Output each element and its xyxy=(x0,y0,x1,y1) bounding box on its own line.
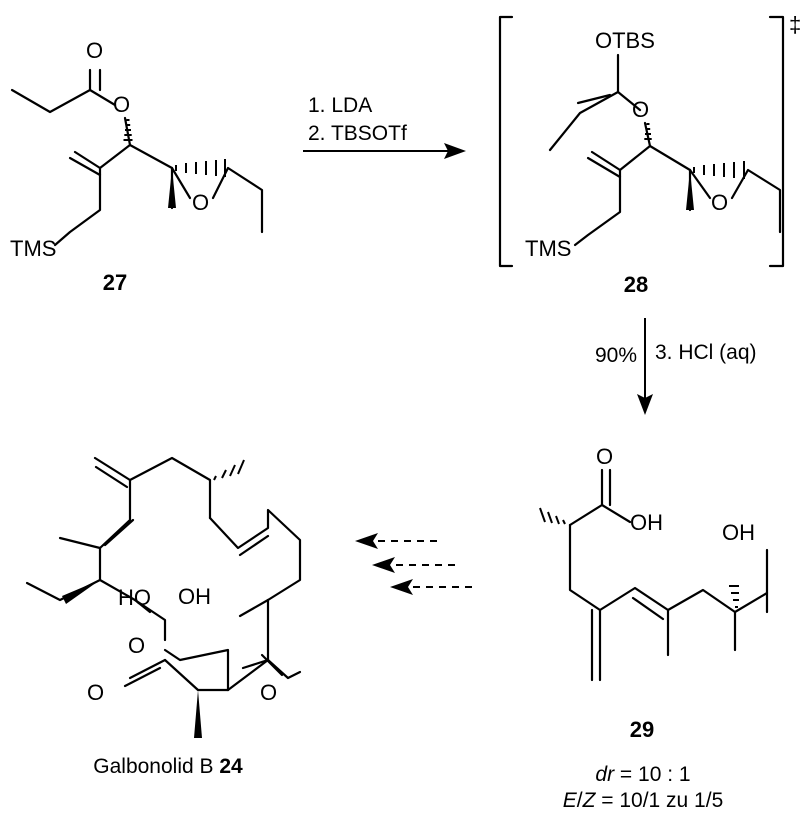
stereo-hash-27-oxy xyxy=(123,119,133,141)
atom-28-otbs: OTBS xyxy=(595,28,655,53)
stereo-hash-29-alcohol xyxy=(729,585,739,608)
atom-29-carbonyl-o: O xyxy=(596,444,613,469)
reaction-arrow-2: 90% 3. HCl (aq) xyxy=(595,318,757,415)
ez-ratio: E/Z = 10/1 zu 1/5 xyxy=(563,789,724,812)
compound-label-27: 27 xyxy=(103,270,127,295)
stereo-wedge-27-methyl xyxy=(168,168,176,208)
compound-28: ‡ OTBS O O TMS 28 xyxy=(498,12,801,297)
compound-label-29: 29 xyxy=(630,717,654,742)
reagent-step1: 1. LDA xyxy=(308,94,372,117)
reaction-arrow-1: 1. LDA 2. TBSOTf xyxy=(303,94,466,159)
compound-24: HO OH O O O Galbonolid B 24 xyxy=(25,456,302,778)
stereo-wedge-24-methyl xyxy=(194,690,202,738)
bracket-left xyxy=(498,15,514,268)
atom-28-epoxide-o: O xyxy=(711,190,728,215)
atom-24-oh: OH xyxy=(178,584,211,609)
diastereomeric-ratio: dr = 10 : 1 xyxy=(595,763,690,786)
stereo-hash-28-epoxide xyxy=(693,161,745,179)
reagent-step2: 2. TBSOTf xyxy=(308,122,407,145)
atom-27-ester-o: O xyxy=(113,92,130,117)
atom-29-acid-oh: OH xyxy=(630,510,663,535)
stereo-hash-29-methyl xyxy=(539,507,566,525)
compound-label-28: 28 xyxy=(624,272,648,297)
compound-27: O O O TMS 27 xyxy=(10,38,264,295)
atom-24-ring-o: O xyxy=(128,633,145,658)
stereo-wedge-28-methyl xyxy=(686,170,694,210)
reaction-yield: 90% xyxy=(595,344,637,367)
stereo-wedge-24-ethyl xyxy=(62,580,100,604)
atom-24-lactone-o: O xyxy=(87,680,104,705)
bracket-right xyxy=(768,15,785,268)
atom-28-tms: TMS xyxy=(525,236,571,261)
transition-state-symbol: ‡ xyxy=(789,12,801,37)
atom-27-tms: TMS xyxy=(10,236,56,261)
atom-27-carbonyl-o: O xyxy=(86,38,103,63)
compound-29: O OH OH 29 dr = 10 : 1 E/Z = 10/1 zu 1/5 xyxy=(539,444,769,812)
atom-24-ho: HO xyxy=(118,585,151,610)
atom-28-enol-o: O xyxy=(632,97,649,122)
retrosynthesis-arrows xyxy=(355,533,472,595)
stereo-hash-28-oxy xyxy=(644,123,652,140)
stereo-hash-24-methyl xyxy=(213,459,245,481)
atom-29-alcohol-oh: OH xyxy=(722,520,755,545)
atom-27-epoxide-o: O xyxy=(192,190,209,215)
stereo-hash-27-epoxide xyxy=(175,159,226,177)
atom-24-ketone-o: O xyxy=(260,680,277,705)
compound-name-24: Galbonolid B 24 xyxy=(93,755,243,778)
reagent-step3: 3. HCl (aq) xyxy=(655,341,757,364)
